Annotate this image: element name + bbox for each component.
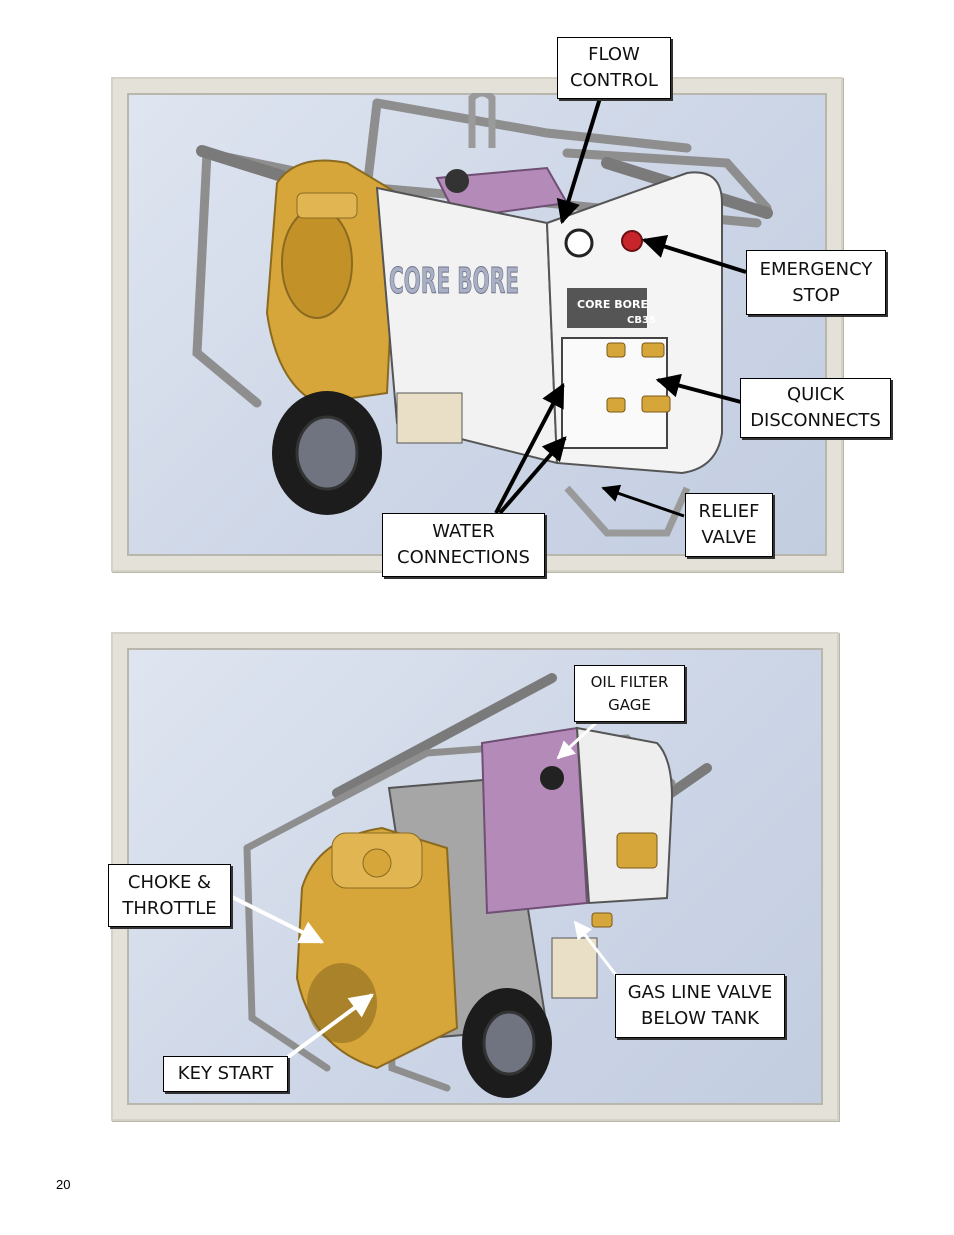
bottom-machine-illustration [243, 673, 712, 1098]
panel-logo: CORE BORE [577, 298, 648, 311]
label-gas-line-valve: GAS LINE VALVE BELOW TANK [615, 974, 785, 1038]
label-quick-disconnects: QUICK DISCONNECTS [740, 378, 891, 438]
battery [551, 937, 598, 999]
top-figure-mat: CORE BORE CB35 CORE BORE [127, 93, 827, 556]
wheel [462, 988, 552, 1098]
label-oil-filter-gage: OIL FILTER GAGE [574, 665, 685, 722]
engine-body [265, 159, 399, 405]
label-key-start: KEY START [163, 1056, 288, 1092]
lifting-loop [468, 93, 496, 148]
label-water-connections: WATER CONNECTIONS [382, 513, 545, 577]
wheel [272, 391, 382, 515]
label-emergency-stop: EMERGENCY STOP [746, 250, 886, 315]
page-number: 20 [56, 1177, 71, 1192]
engine-body [295, 826, 459, 1070]
top-machine-illustration: CORE BORE CB35 CORE BORE [192, 93, 773, 537]
label-relief-valve: RELIEF VALVE [685, 493, 773, 557]
quick-disconnect-fittings [606, 342, 671, 413]
pressure-gauge [564, 228, 594, 258]
machine-logo: CORE BORE [389, 261, 519, 302]
battery [396, 392, 463, 444]
label-flow-control: FLOW CONTROL [557, 37, 671, 99]
stand [564, 485, 691, 537]
fuel-tank [480, 726, 589, 915]
emergency-stop-knob [621, 230, 643, 252]
panel-model: CB35 [627, 315, 656, 326]
top-figure-frame: CORE BORE CB35 CORE BORE [111, 77, 843, 572]
label-choke-throttle: CHOKE & THROTTLE [108, 864, 231, 927]
